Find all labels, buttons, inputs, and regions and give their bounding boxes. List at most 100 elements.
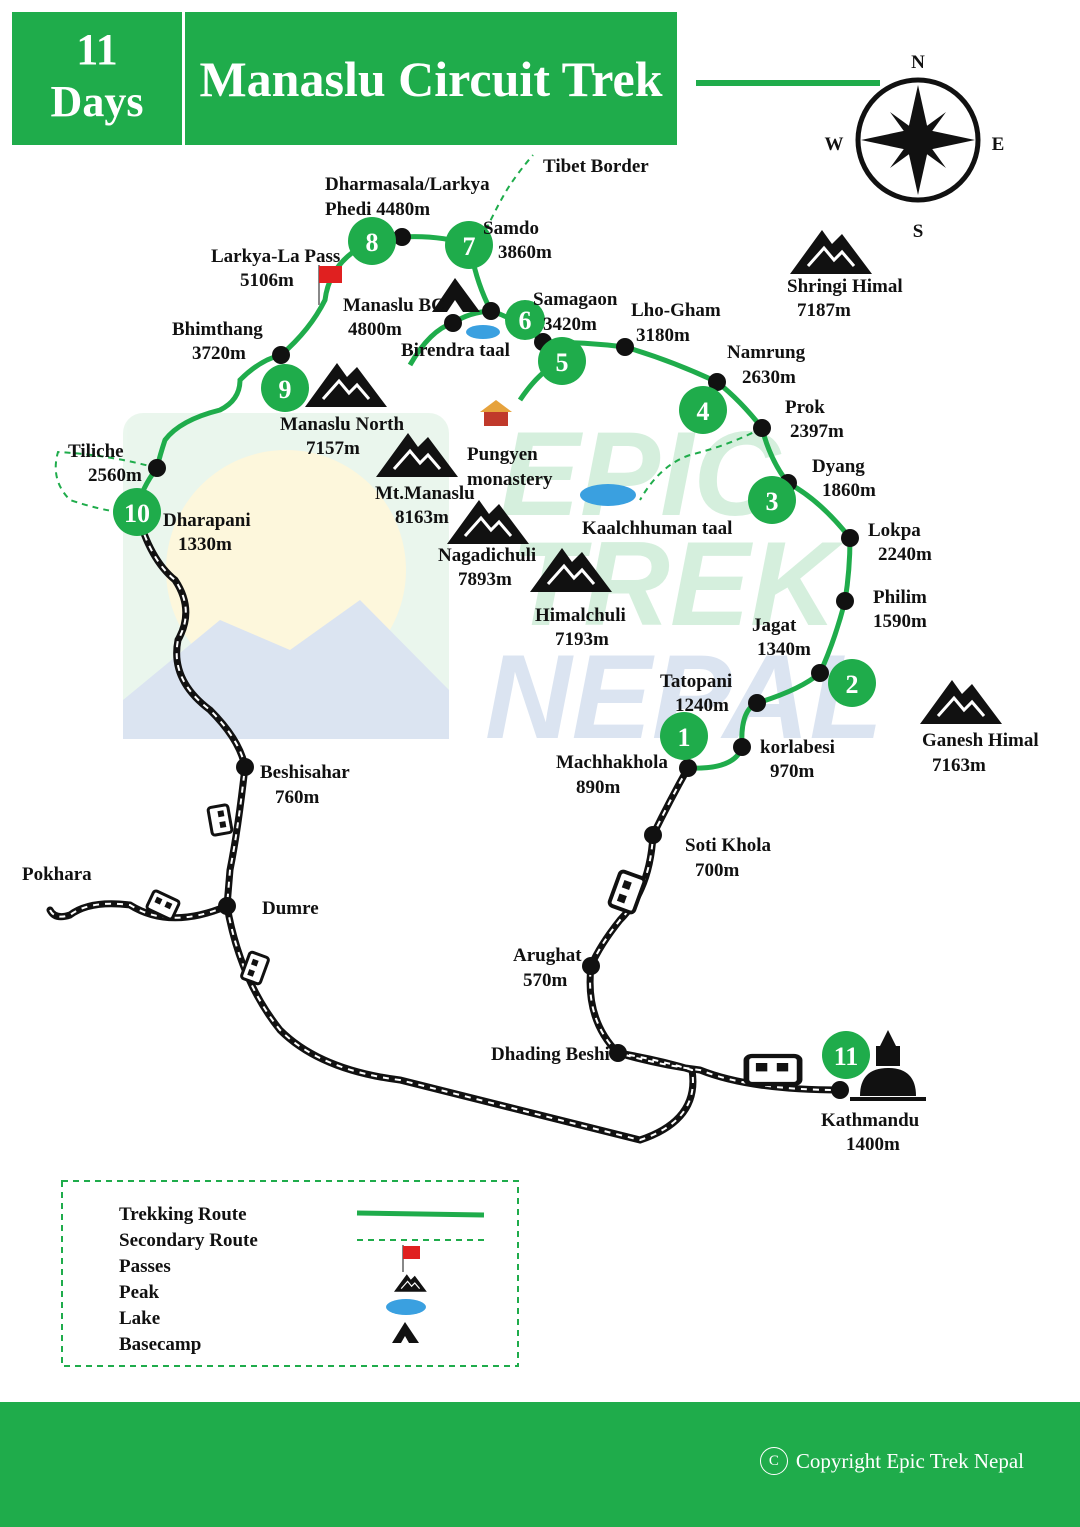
pass-flag-icon — [318, 265, 342, 305]
compass-n: N — [911, 52, 925, 73]
svg-text:3: 3 — [766, 487, 779, 516]
svg-text:4: 4 — [697, 397, 710, 426]
svg-text:11: 11 — [834, 1042, 859, 1071]
copyright: C Copyright Epic Trek Nepal — [759, 1447, 1024, 1475]
label-nagadichuli: Nagadichuli — [438, 545, 536, 566]
map-title: Manaslu Circuit Trek — [185, 12, 677, 145]
label-samagaon: Samagaon — [533, 289, 618, 310]
label-philim: Philim — [873, 587, 927, 608]
lake-icon — [466, 325, 500, 339]
compass-s: S — [913, 221, 924, 242]
label-soti-khola-elev: 700m — [695, 860, 740, 881]
label-dharapani: Dharapani — [163, 510, 251, 531]
legend-tent-icon — [392, 1322, 419, 1343]
label-soti-khola: Soti Khola — [685, 835, 772, 856]
legend-trekking-line — [356, 1210, 485, 1218]
label-korlabesi: korlabesi — [760, 737, 835, 758]
label-dumre: Dumre — [262, 898, 319, 919]
stage-5: 5 — [538, 337, 586, 385]
bus-icon — [606, 868, 648, 916]
label-manaslu-north-elev: 7157m — [306, 438, 360, 459]
lake-icon — [580, 484, 636, 506]
svg-text:10: 10 — [124, 499, 150, 528]
label-pokhara: Pokhara — [22, 864, 92, 885]
peak-icon — [788, 228, 874, 276]
stage-1: 1 — [660, 712, 708, 760]
label-dharmasala: Dharmasala/Larkya — [325, 174, 490, 195]
label-jagat: Jagat — [752, 615, 797, 636]
peak-icon — [918, 678, 1004, 726]
label-himalchuli-elev: 7193m — [555, 629, 609, 650]
svg-text:1: 1 — [678, 723, 691, 752]
secondary-routes — [54, 154, 763, 513]
bus-icon — [206, 802, 234, 838]
label-korlabesi-elev: 970m — [770, 761, 815, 782]
label-dharmasala-elev: Phedi 4480m — [325, 199, 430, 220]
label-lho-gham-elev: 3180m — [636, 325, 690, 346]
label-samdo-elev: 3860m — [498, 242, 552, 263]
label-pungyen: Pungyen — [467, 444, 538, 465]
label-himalchuli: Himalchuli — [535, 605, 626, 626]
label-bhimthang-elev: 3720m — [192, 343, 246, 364]
copyright-icon: C — [759, 1447, 788, 1475]
basecamp-tent-icon — [432, 278, 480, 312]
days-label: Days — [50, 77, 144, 126]
label-larkya-elev: 5106m — [240, 270, 294, 291]
watermark-text-1: EPIC — [500, 407, 782, 541]
legend-peak: Peak — [119, 1282, 160, 1303]
peak-icon — [303, 361, 389, 409]
label-namrung-elev: 2630m — [742, 367, 796, 388]
label-jagat-elev: 1340m — [757, 639, 811, 660]
label-philim-elev: 1590m — [873, 611, 927, 632]
stage-10: 10 — [113, 488, 161, 536]
label-kathmandu-elev: 1400m — [846, 1134, 900, 1155]
stage-markers: 1 2 3 4 5 6 7 8 9 10 11 — [113, 217, 876, 1079]
stage-4: 4 — [679, 386, 727, 434]
label-beshisahar: Beshisahar — [260, 762, 350, 783]
label-shringi-himal: Shringi Himal — [787, 276, 903, 297]
stage-6: 6 — [505, 300, 545, 340]
stage-2: 2 — [828, 659, 876, 707]
label-tatopani-elev: 1240m — [675, 695, 729, 716]
footer: C Copyright Epic Trek Nepal — [0, 1402, 1080, 1527]
label-tibet-border: Tibet Border — [543, 156, 649, 177]
label-shringi-himal-elev: 7187m — [797, 300, 851, 321]
svg-text:2: 2 — [846, 670, 859, 699]
label-mt-manaslu-elev: 8163m — [395, 507, 449, 528]
svg-text:6: 6 — [519, 306, 532, 335]
svg-text:9: 9 — [279, 375, 292, 404]
legend-flag-icon — [402, 1245, 420, 1272]
label-bhimthang: Bhimthang — [172, 319, 263, 340]
stage-11: 11 — [822, 1031, 870, 1079]
label-dhading-beshi: Dhading Beshi — [491, 1044, 610, 1065]
label-kaalchhuman-taal: Kaalchhuman taal — [582, 518, 732, 539]
legend-lake-icon — [386, 1299, 426, 1315]
bus-icon — [239, 949, 271, 987]
svg-text:5: 5 — [556, 348, 569, 377]
label-dharapani-elev: 1330m — [178, 534, 232, 555]
label-larkya: Larkya-La Pass — [211, 246, 340, 267]
legend-secondary-route: Secondary Route — [119, 1230, 258, 1251]
label-monastery: monastery — [467, 469, 553, 490]
waypoints — [148, 228, 859, 1099]
label-lho-gham: Lho-Gham — [631, 300, 721, 321]
watermark-logo: EPIC TREK NEPAL — [123, 407, 883, 764]
label-lokpa-elev: 2240m — [878, 544, 932, 565]
legend-lake: Lake — [119, 1308, 160, 1329]
stage-3: 3 — [748, 476, 796, 524]
label-manaslu-north: Manaslu North — [280, 414, 404, 435]
stage-9: 9 — [261, 364, 309, 412]
label-namrung: Namrung — [727, 342, 806, 363]
label-tiliche: Tiliche — [68, 441, 124, 462]
label-tatopani: Tatopani — [660, 671, 732, 692]
monastery-icon — [480, 400, 512, 426]
label-nagadichuli-elev: 7893m — [458, 569, 512, 590]
bus-icon — [746, 1056, 799, 1084]
place-labels: Tibet Border Dharmasala/Larkya Phedi 448… — [22, 156, 1039, 1155]
label-samdo: Samdo — [483, 218, 539, 239]
compass-w: W — [825, 134, 844, 155]
stupa-icon — [850, 1030, 926, 1101]
legend-peak-icon — [393, 1273, 428, 1293]
label-tiliche-elev: 2560m — [88, 465, 142, 486]
